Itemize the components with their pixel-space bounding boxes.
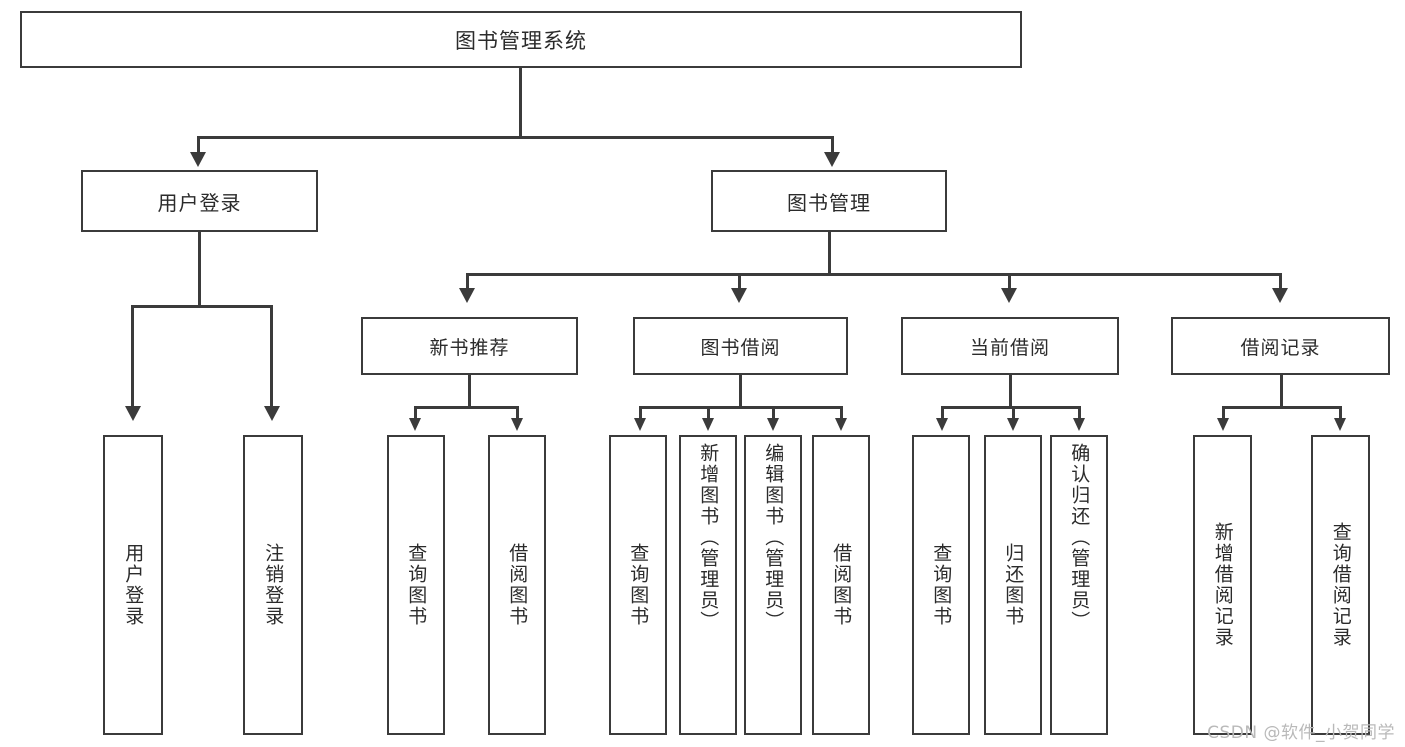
- arrowhead-bb-edit-book: [767, 418, 779, 431]
- node-leaf-borrow-book-1[interactable]: 借阅图书: [488, 435, 546, 735]
- connector-nb-leaf-2: [516, 406, 519, 420]
- arrowhead-nb-query-book: [409, 418, 421, 431]
- arrowhead-bb-borrow-book: [835, 418, 847, 431]
- node-root-book-management-system[interactable]: 图书管理系统: [20, 11, 1022, 68]
- node-leaf-edit-book-label: 编辑图书（管理员）: [762, 443, 785, 632]
- node-user-login-label: 用户登录: [157, 190, 242, 215]
- connector-bm-to-borrow-record: [1279, 273, 1282, 291]
- node-book-management-label: 图书管理: [787, 190, 871, 215]
- node-leaf-add-book-label: 新增图书（管理员）: [697, 443, 720, 632]
- connector-book-manage-bus: [466, 273, 1282, 276]
- node-borrow-record-label: 借阅记录: [1240, 336, 1321, 359]
- arrowhead-leaf-user-login: [125, 406, 141, 421]
- node-leaf-logout-login-label: 注销登录: [262, 543, 285, 627]
- connector-borrow-record-bus: [1222, 406, 1342, 409]
- node-leaf-return-book-label: 归还图书: [1002, 543, 1025, 627]
- connector-root-to-book-manage: [831, 136, 834, 156]
- node-leaf-query-book-3[interactable]: 查询图书: [912, 435, 970, 735]
- node-new-book-recommend[interactable]: 新书推荐: [361, 317, 578, 375]
- arrowhead-current-borrow: [1001, 288, 1017, 303]
- node-leaf-add-book[interactable]: 新增图书（管理员）: [679, 435, 737, 735]
- connector-bm-to-current-borrow: [1008, 273, 1011, 291]
- connector-user-login-to-leaf-2: [270, 305, 273, 410]
- connector-bb-leaf-1: [639, 406, 642, 420]
- node-current-borrow[interactable]: 当前借阅: [901, 317, 1119, 375]
- arrowhead-nb-borrow-book: [511, 418, 523, 431]
- arrowhead-bb-add-book: [702, 418, 714, 431]
- connector-br-leaf-2: [1339, 406, 1342, 420]
- node-leaf-user-login[interactable]: 用户登录: [103, 435, 163, 735]
- node-root-label: 图书管理系统: [455, 28, 587, 53]
- arrowhead-br-query-record: [1334, 418, 1346, 431]
- connector-root-stem: [519, 68, 522, 138]
- connector-cb-leaf-1: [941, 406, 944, 420]
- connector-new-book-stem: [468, 375, 471, 408]
- node-leaf-query-book-1[interactable]: 查询图书: [387, 435, 445, 735]
- connector-new-book-bus: [414, 406, 519, 409]
- node-book-borrow[interactable]: 图书借阅: [633, 317, 848, 375]
- connector-root-bus: [197, 136, 834, 139]
- connector-book-borrow-bus: [639, 406, 842, 409]
- node-leaf-confirm-return[interactable]: 确认归还（管理员）: [1050, 435, 1108, 735]
- arrowhead-br-add-record: [1217, 418, 1229, 431]
- connector-current-borrow-stem: [1009, 375, 1012, 408]
- arrowhead-cb-confirm-return: [1073, 418, 1085, 431]
- node-leaf-return-book[interactable]: 归还图书: [984, 435, 1042, 735]
- connector-br-leaf-1: [1222, 406, 1225, 420]
- arrowhead-leaf-logout-login: [264, 406, 280, 421]
- connector-nb-leaf-1: [414, 406, 417, 420]
- arrowhead-new-book-recommend: [459, 288, 475, 303]
- node-leaf-query-book-3-label: 查询图书: [930, 543, 953, 627]
- connector-root-to-user-login: [197, 136, 200, 156]
- arrowhead-borrow-record: [1272, 288, 1288, 303]
- node-leaf-user-login-label: 用户登录: [122, 543, 145, 627]
- node-leaf-query-book-2-label: 查询图书: [627, 543, 650, 627]
- connector-book-borrow-stem: [739, 375, 742, 408]
- arrowhead-book-manage: [824, 152, 840, 167]
- connector-borrow-record-stem: [1280, 375, 1283, 408]
- arrowhead-book-borrow: [731, 288, 747, 303]
- node-leaf-query-record-label: 查询借阅记录: [1329, 522, 1352, 648]
- connector-user-login-bus: [131, 305, 270, 308]
- connector-bb-leaf-4: [840, 406, 843, 420]
- connector-bm-to-book-borrow: [738, 273, 741, 291]
- csdn-watermark: CSDN @软件_小贺同学: [1207, 723, 1395, 743]
- node-leaf-add-record[interactable]: 新增借阅记录: [1193, 435, 1252, 735]
- node-leaf-query-record[interactable]: 查询借阅记录: [1311, 435, 1370, 735]
- connector-bb-leaf-3: [772, 406, 775, 420]
- node-leaf-edit-book[interactable]: 编辑图书（管理员）: [744, 435, 802, 735]
- node-leaf-borrow-book-1-label: 借阅图书: [506, 543, 529, 627]
- arrowhead-bb-query-book: [634, 418, 646, 431]
- node-leaf-query-book-1-label: 查询图书: [405, 543, 428, 627]
- arrowhead-user-login: [190, 152, 206, 167]
- node-leaf-query-book-2[interactable]: 查询图书: [609, 435, 667, 735]
- connector-user-login-to-leaf-1: [131, 305, 134, 410]
- node-new-book-recommend-label: 新书推荐: [429, 336, 510, 359]
- node-current-borrow-label: 当前借阅: [969, 336, 1050, 359]
- connector-user-login-stem: [198, 232, 201, 307]
- connector-bm-to-new-book: [466, 273, 469, 291]
- connector-cb-leaf-3: [1078, 406, 1081, 420]
- node-book-borrow-label: 图书借阅: [700, 336, 781, 359]
- node-book-management[interactable]: 图书管理: [711, 170, 947, 232]
- node-leaf-add-record-label: 新增借阅记录: [1211, 522, 1234, 648]
- node-leaf-logout-login[interactable]: 注销登录: [243, 435, 303, 735]
- node-leaf-borrow-book-2[interactable]: 借阅图书: [812, 435, 870, 735]
- arrowhead-cb-query-book: [936, 418, 948, 431]
- connector-cb-leaf-2: [1012, 406, 1015, 420]
- node-leaf-borrow-book-2-label: 借阅图书: [830, 543, 853, 627]
- arrowhead-cb-return-book: [1007, 418, 1019, 431]
- connector-current-borrow-bus: [941, 406, 1080, 409]
- connector-book-manage-stem: [828, 232, 831, 276]
- node-user-login[interactable]: 用户登录: [81, 170, 318, 232]
- node-leaf-confirm-return-label: 确认归还（管理员）: [1068, 443, 1091, 632]
- connector-bb-leaf-2: [707, 406, 710, 420]
- node-borrow-record[interactable]: 借阅记录: [1171, 317, 1390, 375]
